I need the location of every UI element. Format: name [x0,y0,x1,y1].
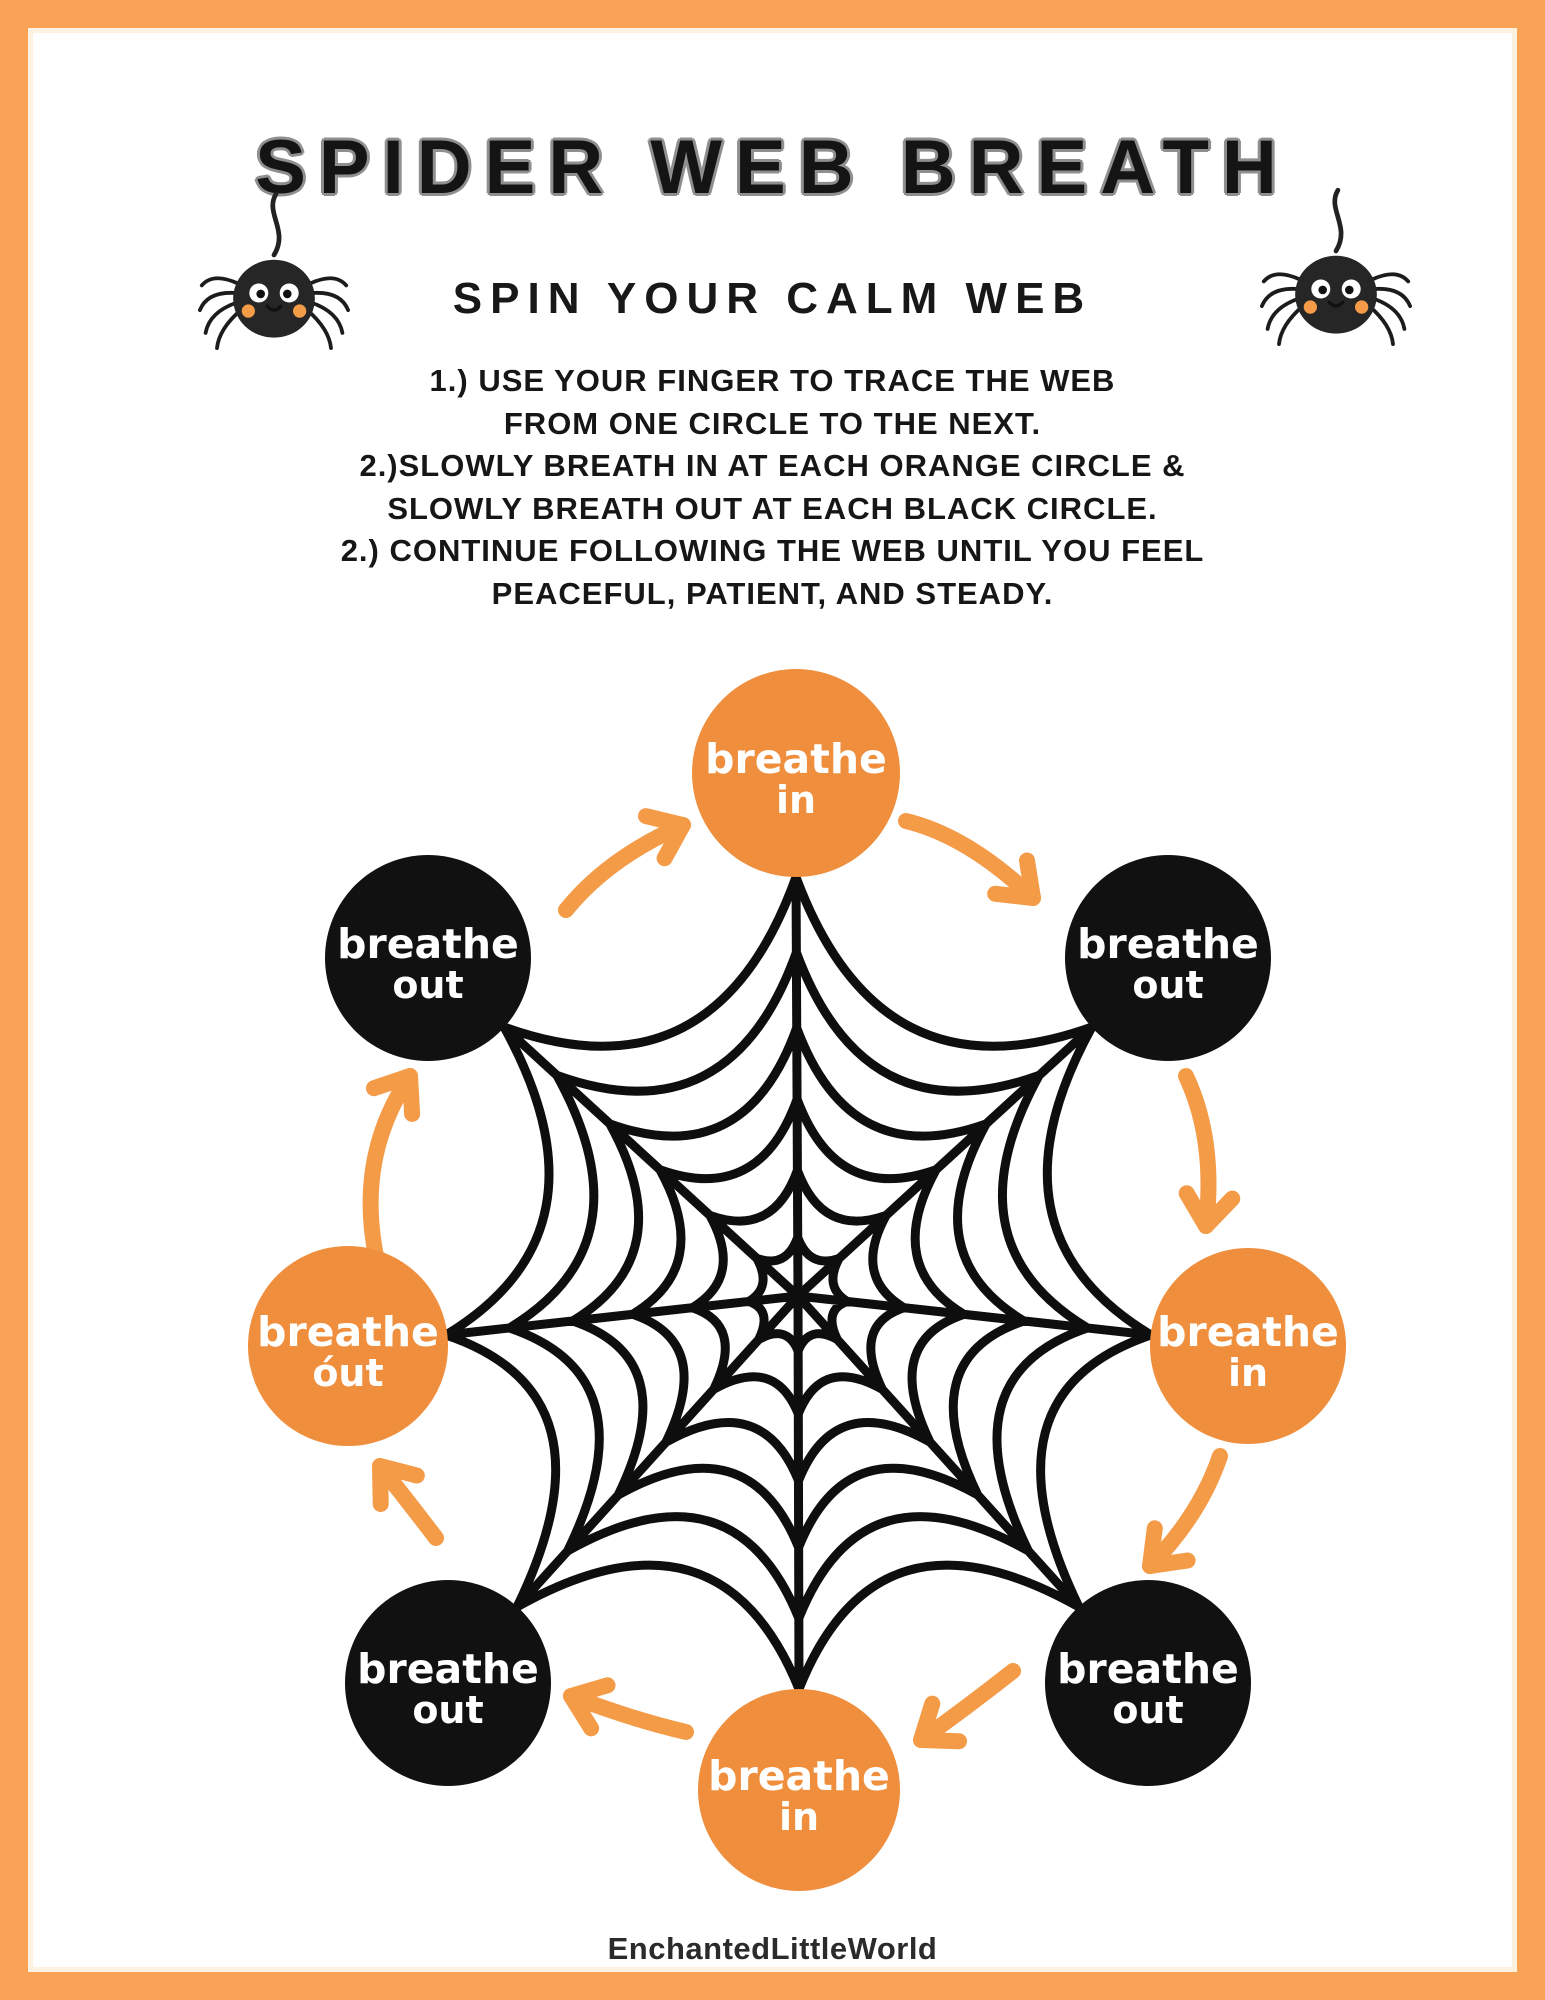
instruction-line: 2.) CONTINUE FOLLOWING THE WEB UNTIL YOU… [340,533,1205,568]
arrow-head [1178,1185,1241,1234]
circle-shape [1150,1248,1346,1444]
breathing-circle-bottom-right: breathe out [1045,1580,1251,1786]
breathing-circle-top-right: breathe out [1065,855,1271,1061]
circle-label: in [779,1795,819,1839]
arrow-head [366,1068,421,1122]
instructions-block: 1.) USE YOUR FINGER TO TRACE THE WEB FRO… [148,360,1397,615]
spider-icon-right [1260,187,1412,346]
breathing-circles: breathe in breathe out breathe in breath… [248,669,1346,1891]
spider-cheek [293,304,307,318]
circle-shape [692,669,900,877]
breathing-circle-right: breathe in [1150,1248,1346,1444]
spider-web-illustration [441,872,1156,1694]
arrow-head [372,1458,425,1512]
breathing-circle-bottom: breathe in [698,1689,900,1891]
spider-pupil [1345,285,1354,295]
breathing-circle-left: breathe óut [248,1246,448,1446]
page-title: SPIDER WEB BREATH [255,125,1290,210]
spider-cheek [1303,300,1317,314]
spider-thread [1332,187,1344,254]
spider-thread [270,191,282,258]
circle-label: out [1112,1688,1183,1732]
circle-shape [345,1580,551,1786]
circle-label: breathe [337,920,519,968]
circle-label: breathe [257,1308,439,1356]
spider-pupil [1318,285,1327,295]
circle-label: breathe [1157,1308,1339,1356]
instruction-line: 1.) USE YOUR FINGER TO TRACE THE WEB [429,363,1116,398]
instruction-line: PEACEFUL, PATIENT, AND STEADY. [491,575,1054,611]
arrow-shaft [898,813,1041,906]
circle-label: in [1228,1351,1268,1395]
circle-label: out [392,963,463,1007]
arrow-head [913,1695,967,1750]
arrow-shaft [1178,1068,1217,1234]
arrow-head [563,1677,616,1737]
spider-pupil [256,289,265,299]
spider-cheek [241,304,255,318]
circle-label: out [412,1688,483,1732]
circle-shape [1045,1580,1251,1786]
circle-label: out [1132,963,1203,1007]
breathing-circle-bottom-left: breathe out [345,1580,551,1786]
spider-smile [1327,300,1345,308]
spider-web-diagram: breathe in breathe out breathe in breath… [248,669,1346,1891]
arrow-shaft [563,1688,694,1740]
breathing-circle-top-left: breathe out [325,855,531,1061]
circle-label: in [776,778,816,822]
arrow-shaft [558,817,691,918]
circle-label: óut [312,1351,383,1395]
circle-label: breathe [1057,1645,1239,1693]
circle-label: breathe [705,735,887,783]
circle-label: breathe [708,1752,890,1800]
arrow-head [987,852,1041,906]
instruction-line: 2.)SLOWLY BREATH IN AT EACH ORANGE CIRCL… [359,448,1186,483]
instruction-line: SLOWLY BREATH OUT AT EACH BLACK CIRCLE. [387,490,1158,526]
circle-shape [1065,855,1271,1061]
circle-shape [248,1246,448,1446]
trace-arrows [362,808,1241,1750]
breathing-circle-top: breathe in [692,669,900,877]
spider-cheek [1355,300,1369,314]
spider-icon-left [198,191,350,350]
circle-label: breathe [1077,920,1259,968]
spider-body [1295,255,1377,334]
circle-shape [698,1689,900,1891]
circle-label: breathe [357,1645,539,1693]
instruction-line: FROM ONE CIRCLE TO THE NEXT. [503,405,1042,441]
arrow-head [1142,1520,1196,1574]
arrow-shaft [1142,1448,1228,1574]
arrow-shaft [362,1068,418,1264]
page-subtitle: SPIN YOUR CALM WEB [452,274,1093,323]
circle-shape [325,855,531,1061]
spider-pupil [283,289,292,299]
credit-text: EnchantedLittleWorld [607,1931,938,1966]
arrow-head [638,808,691,867]
spider-smile [265,304,283,312]
spider-body [233,259,315,338]
